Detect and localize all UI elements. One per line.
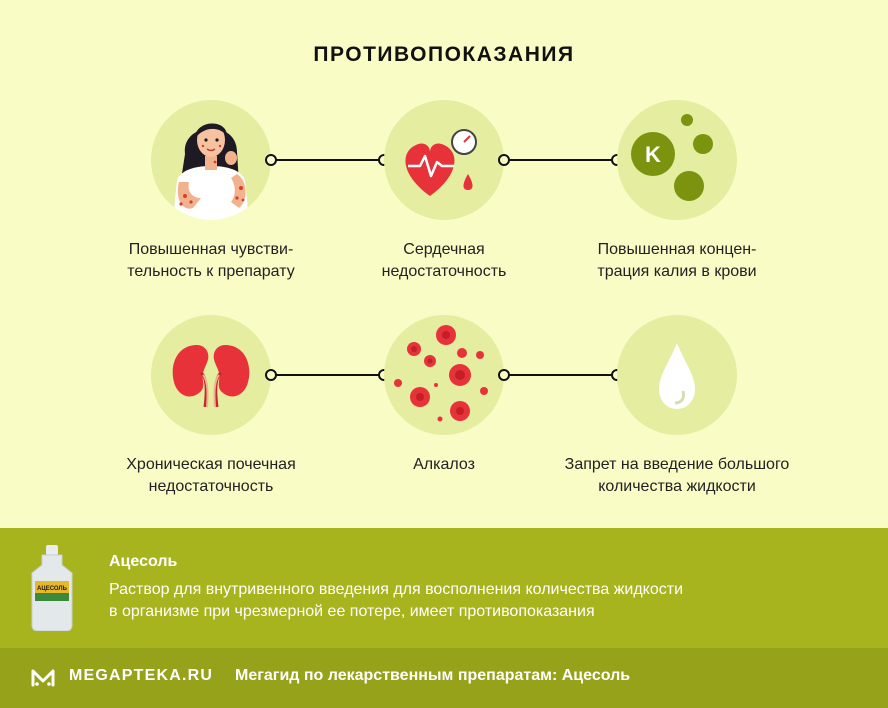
- woman-allergy-icon: [151, 100, 271, 220]
- product-band: [0, 528, 888, 648]
- item-label: Повышенная чувстви-тельность к препарату: [127, 241, 295, 280]
- product-name: Ацесоль: [109, 553, 178, 570]
- heart-pressure-icon: [384, 100, 504, 220]
- product-description: Раствор для внутривенного введения для в…: [109, 581, 684, 620]
- connector-line: [498, 369, 623, 381]
- blood-cells-icon: [384, 315, 504, 435]
- connector-line: [265, 369, 390, 381]
- potassium-icon: K: [617, 100, 737, 220]
- contraindication-row-2: [0, 315, 888, 435]
- connector-line: [265, 154, 390, 166]
- connector-line: [498, 154, 623, 166]
- footer-bar: [0, 648, 888, 708]
- svg-text:АЦЕСОЛЬ: АЦЕСОЛЬ: [37, 586, 68, 592]
- item-label: Повышенная концен-трация калия в крови: [597, 241, 757, 280]
- megapteka-logo-icon[interactable]: [30, 665, 56, 689]
- page-title: ПРОТИВОПОКАЗАНИЯ: [313, 43, 575, 66]
- site-logo-text[interactable]: MEGAPTEKA.RU: [69, 667, 214, 684]
- water-drop-icon: [617, 315, 737, 435]
- contraindication-row-1: K: [0, 100, 888, 220]
- kidneys-icon: [151, 315, 271, 435]
- footer-caption: Мегагид по лекарственным препаратам: Аце…: [235, 667, 631, 684]
- svg-text:K: K: [645, 142, 661, 167]
- bottle-icon: АЦЕСОЛЬ: [26, 545, 78, 632]
- item-label: Алкалоз: [413, 456, 475, 473]
